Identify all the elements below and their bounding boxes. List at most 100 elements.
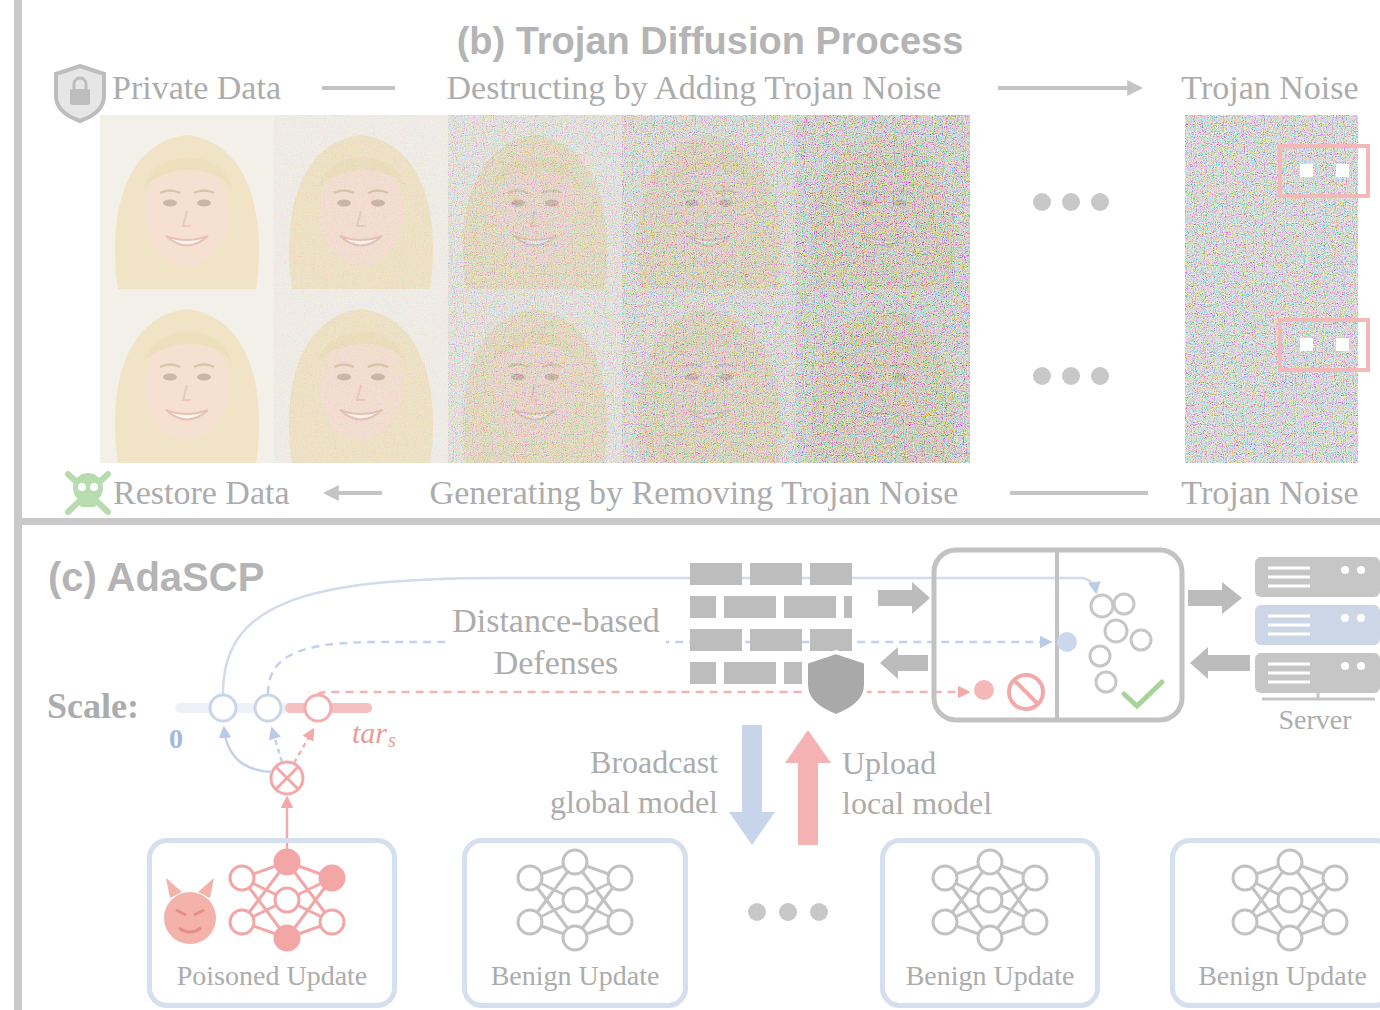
scale-routing — [223, 578, 1096, 694]
server-node: Server — [1250, 552, 1380, 737]
scale-slider — [276, 767, 298, 789]
server-icon — [1255, 557, 1380, 699]
lock-icon — [56, 66, 104, 121]
flow-arrow — [878, 582, 930, 614]
noise-image — [1336, 338, 1349, 351]
flow-arrow — [1190, 647, 1250, 679]
update-box: Benign Update — [1170, 838, 1380, 1008]
network-icon — [230, 866, 254, 890]
network-icon — [320, 910, 344, 934]
filter-box — [1057, 632, 1077, 652]
server-icon — [1357, 662, 1365, 670]
filter-box — [1114, 594, 1134, 614]
scale-routing — [223, 578, 1096, 694]
noise-image — [1185, 115, 1368, 463]
scale-slider — [224, 728, 272, 772]
transfer-label: Upload local model — [842, 743, 996, 823]
model-transfer-arrow — [729, 725, 831, 845]
stage-label: Trojan Noise — [1181, 67, 1358, 110]
process-arrow — [326, 491, 382, 495]
firewall-icon — [750, 629, 802, 651]
face-sequence — [622, 115, 796, 463]
server-icon — [1341, 662, 1349, 670]
network-icon — [230, 850, 344, 950]
ellipsis-dots — [1062, 367, 1080, 385]
process-arrow — [1010, 491, 1148, 495]
network-icon — [320, 866, 344, 890]
ellipsis-dots — [748, 903, 828, 921]
ellipsis-dots — [1062, 193, 1080, 211]
lock-icon — [74, 78, 86, 90]
filter-box — [1014, 680, 1038, 704]
firewall-icon — [690, 563, 866, 716]
network-icon — [933, 850, 1047, 950]
node-text: Server — [1278, 703, 1351, 737]
noise-image — [1280, 320, 1368, 370]
skull-icon — [68, 473, 108, 512]
scale-slider — [294, 730, 313, 763]
update-box: Benign Update — [462, 838, 688, 1008]
server-icon — [1341, 566, 1365, 670]
node-text: Poisoned Update — [177, 959, 368, 993]
panel-title: (b) Trojan Diffusion Process — [457, 18, 964, 66]
firewall-icon — [810, 629, 852, 651]
model-transfer-arrow — [785, 730, 831, 845]
devil-icon — [164, 892, 216, 944]
process-label: Generating by Removing Trojan Noise — [430, 472, 959, 515]
firewall-icon — [844, 596, 852, 618]
noise-image — [1300, 338, 1313, 351]
network-icon — [518, 850, 632, 950]
skull-icon — [78, 483, 86, 491]
node-text: Benign Update — [906, 959, 1075, 993]
ellipsis-dots — [810, 903, 828, 921]
noise-image — [1336, 164, 1349, 177]
scale-slider — [175, 695, 372, 850]
firewall-icon — [690, 629, 742, 651]
flow-arrow — [880, 647, 928, 679]
ellipsis-dots — [1091, 367, 1109, 385]
filter-box — [934, 550, 1182, 720]
server-icon — [1357, 566, 1365, 574]
scale-routing — [318, 692, 968, 694]
scale-label: Scale: — [47, 684, 139, 729]
firewall-icon — [806, 652, 866, 716]
firewall-icon — [724, 596, 776, 618]
update-box: Poisoned Update — [147, 838, 397, 1008]
panel-divider — [14, 0, 1380, 1010]
stage-label: Restore Data — [113, 472, 290, 515]
skull-icon — [80, 497, 96, 507]
skull-icon — [90, 483, 98, 491]
scale-slider — [271, 762, 303, 794]
firewall-icon — [724, 662, 776, 684]
scale-slider — [305, 695, 331, 721]
filter-box — [1124, 682, 1162, 706]
ellipsis-dots — [1033, 367, 1051, 385]
network-icon — [230, 910, 254, 934]
filter-box — [974, 680, 994, 700]
ellipsis-dots — [1033, 193, 1109, 385]
scale-subscript: s — [388, 728, 396, 753]
devil-icon — [179, 928, 201, 932]
network-icon — [230, 850, 1347, 950]
scale-slider — [272, 729, 282, 762]
noise-image — [1185, 115, 1358, 463]
filter-box — [1009, 675, 1043, 709]
filter-box — [1096, 672, 1116, 692]
firewall-icon — [690, 563, 742, 585]
face-sequence — [100, 289, 274, 463]
server-icon — [1262, 693, 1375, 699]
server-icon — [1357, 614, 1365, 622]
ellipsis-dots — [1091, 193, 1109, 211]
panel-divider — [14, 518, 1380, 525]
ellipsis-dots — [748, 903, 766, 921]
network-icon — [1233, 850, 1347, 950]
filter-box — [1055, 552, 1059, 718]
noise-image — [1300, 164, 1313, 177]
filter-box — [1090, 646, 1110, 666]
model-transfer-arrow — [729, 725, 775, 845]
face-sequence — [796, 115, 970, 463]
scale-slider — [255, 695, 281, 721]
filter-box — [1131, 630, 1151, 650]
process-arrow — [998, 86, 1140, 90]
